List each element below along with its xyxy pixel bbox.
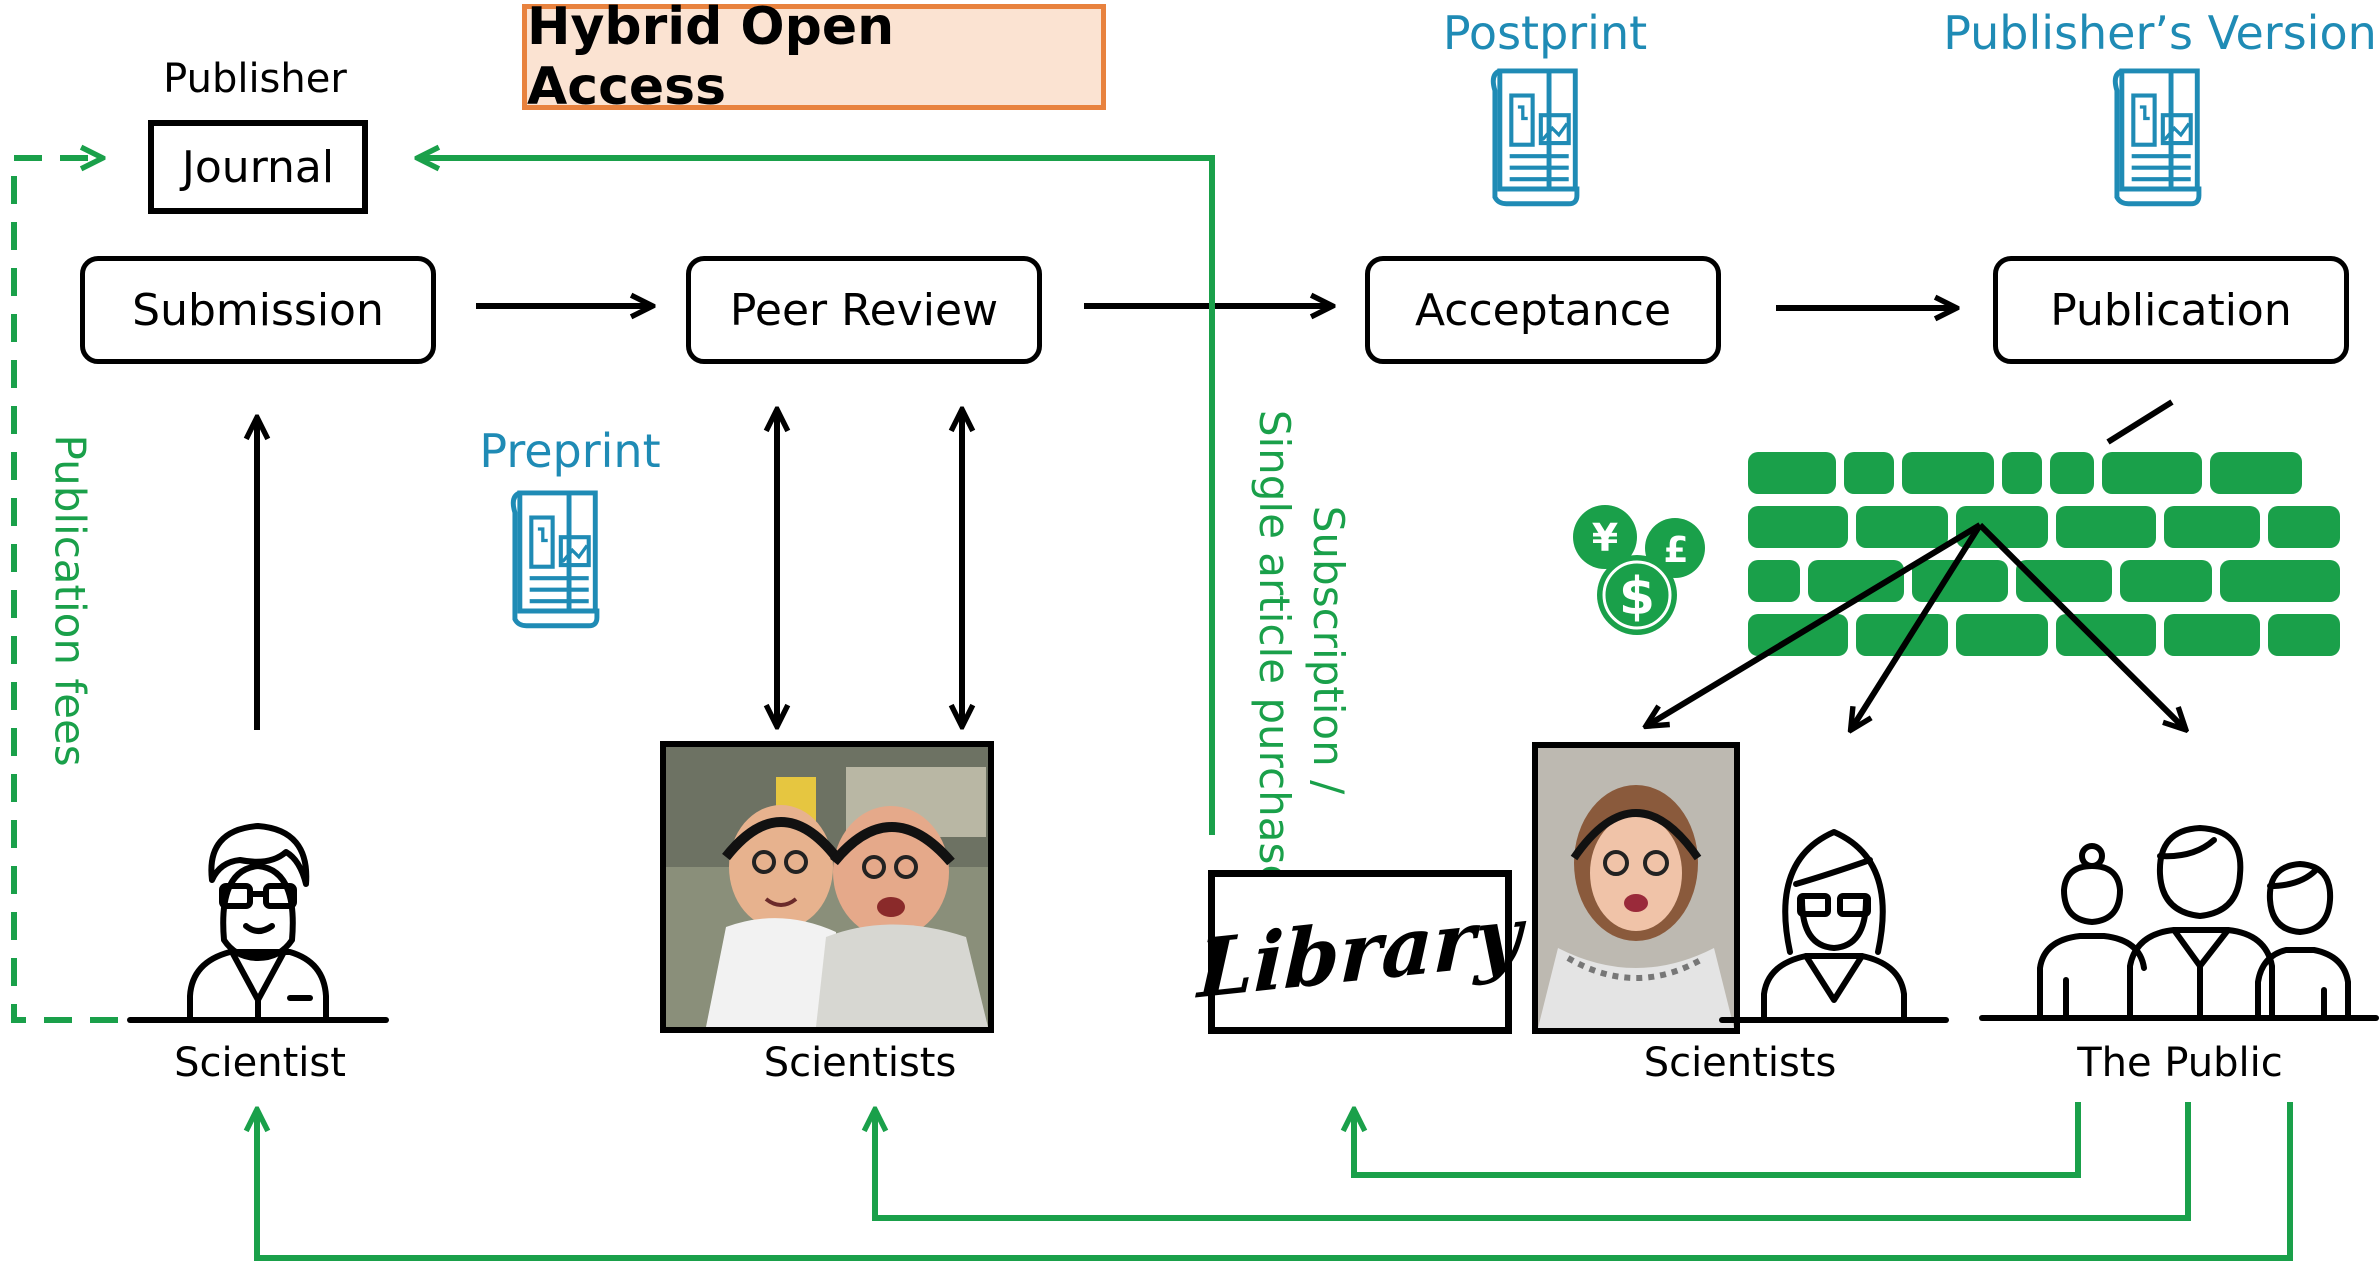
preprint-label: Preprint: [479, 424, 661, 478]
scientist-icon: [127, 823, 389, 1023]
preprint-document-icon: [513, 493, 597, 626]
public-to-reviewers-flow: [875, 1102, 2191, 1221]
scientist-label: Scientist: [174, 1040, 346, 1086]
public-group-icon: [1979, 825, 2379, 1021]
woman-scientist-icon: [1719, 829, 1949, 1023]
journal-label: Journal: [181, 141, 335, 193]
scientists-readers-label: Scientists: [1643, 1040, 1837, 1086]
reviewers-photo-art: [666, 747, 988, 1027]
reader-photo: [1532, 742, 1740, 1034]
publishers-version-label: Publisher’s Version: [1943, 6, 2377, 60]
svg-text:¥: ¥: [1592, 516, 1618, 560]
acceptance-label: Acceptance: [1414, 284, 1672, 336]
paywall-arrow-to-scientist-icon: [1852, 523, 1983, 728]
library-box: Library: [1197, 870, 1523, 1034]
publication-label: Publication: [2050, 284, 2292, 336]
submission-box: Submission: [80, 256, 436, 364]
paywall-arrow-to-public: [1977, 522, 2184, 728]
submission-label: Submission: [132, 284, 384, 336]
diagram-title: Hybrid Open Access: [522, 0, 1106, 117]
publishers-version-document-icon: [2115, 71, 2199, 204]
peer-review-label: Peer Review: [729, 284, 999, 336]
publication-fees-flow: [11, 158, 118, 1023]
postprint-label: Postprint: [1442, 6, 1648, 60]
paywall-arrow-to-scientist-photo: [1648, 522, 1982, 725]
svg-text:$: $: [1619, 567, 1655, 627]
money-icon: ¥ £ $: [1573, 505, 1705, 635]
reader-photo-art: [1538, 748, 1734, 1028]
publication-box: Publication: [1993, 256, 2349, 364]
reviewers-photo: [660, 741, 994, 1033]
public-to-library-flow: [1354, 1102, 2081, 1178]
peer-review-box: Peer Review: [686, 256, 1042, 364]
public-label: The Public: [2077, 1040, 2283, 1086]
subscription-flow: [420, 158, 1215, 835]
postprint-document-icon: [1493, 71, 1577, 204]
acceptance-box: Acceptance: [1365, 256, 1721, 364]
paywall-crack-line: [2106, 399, 2174, 445]
scientists-review-label: Scientists: [763, 1040, 957, 1086]
diagram-title-text: Hybrid Open Access: [527, 0, 895, 117]
publisher-label: Publisher: [163, 56, 347, 102]
paywall-icon: [1748, 452, 2340, 656]
svg-text:£: £: [1663, 530, 1688, 571]
journal-box: Journal: [148, 120, 368, 214]
public-to-scientist-flow: [257, 1102, 2293, 1261]
